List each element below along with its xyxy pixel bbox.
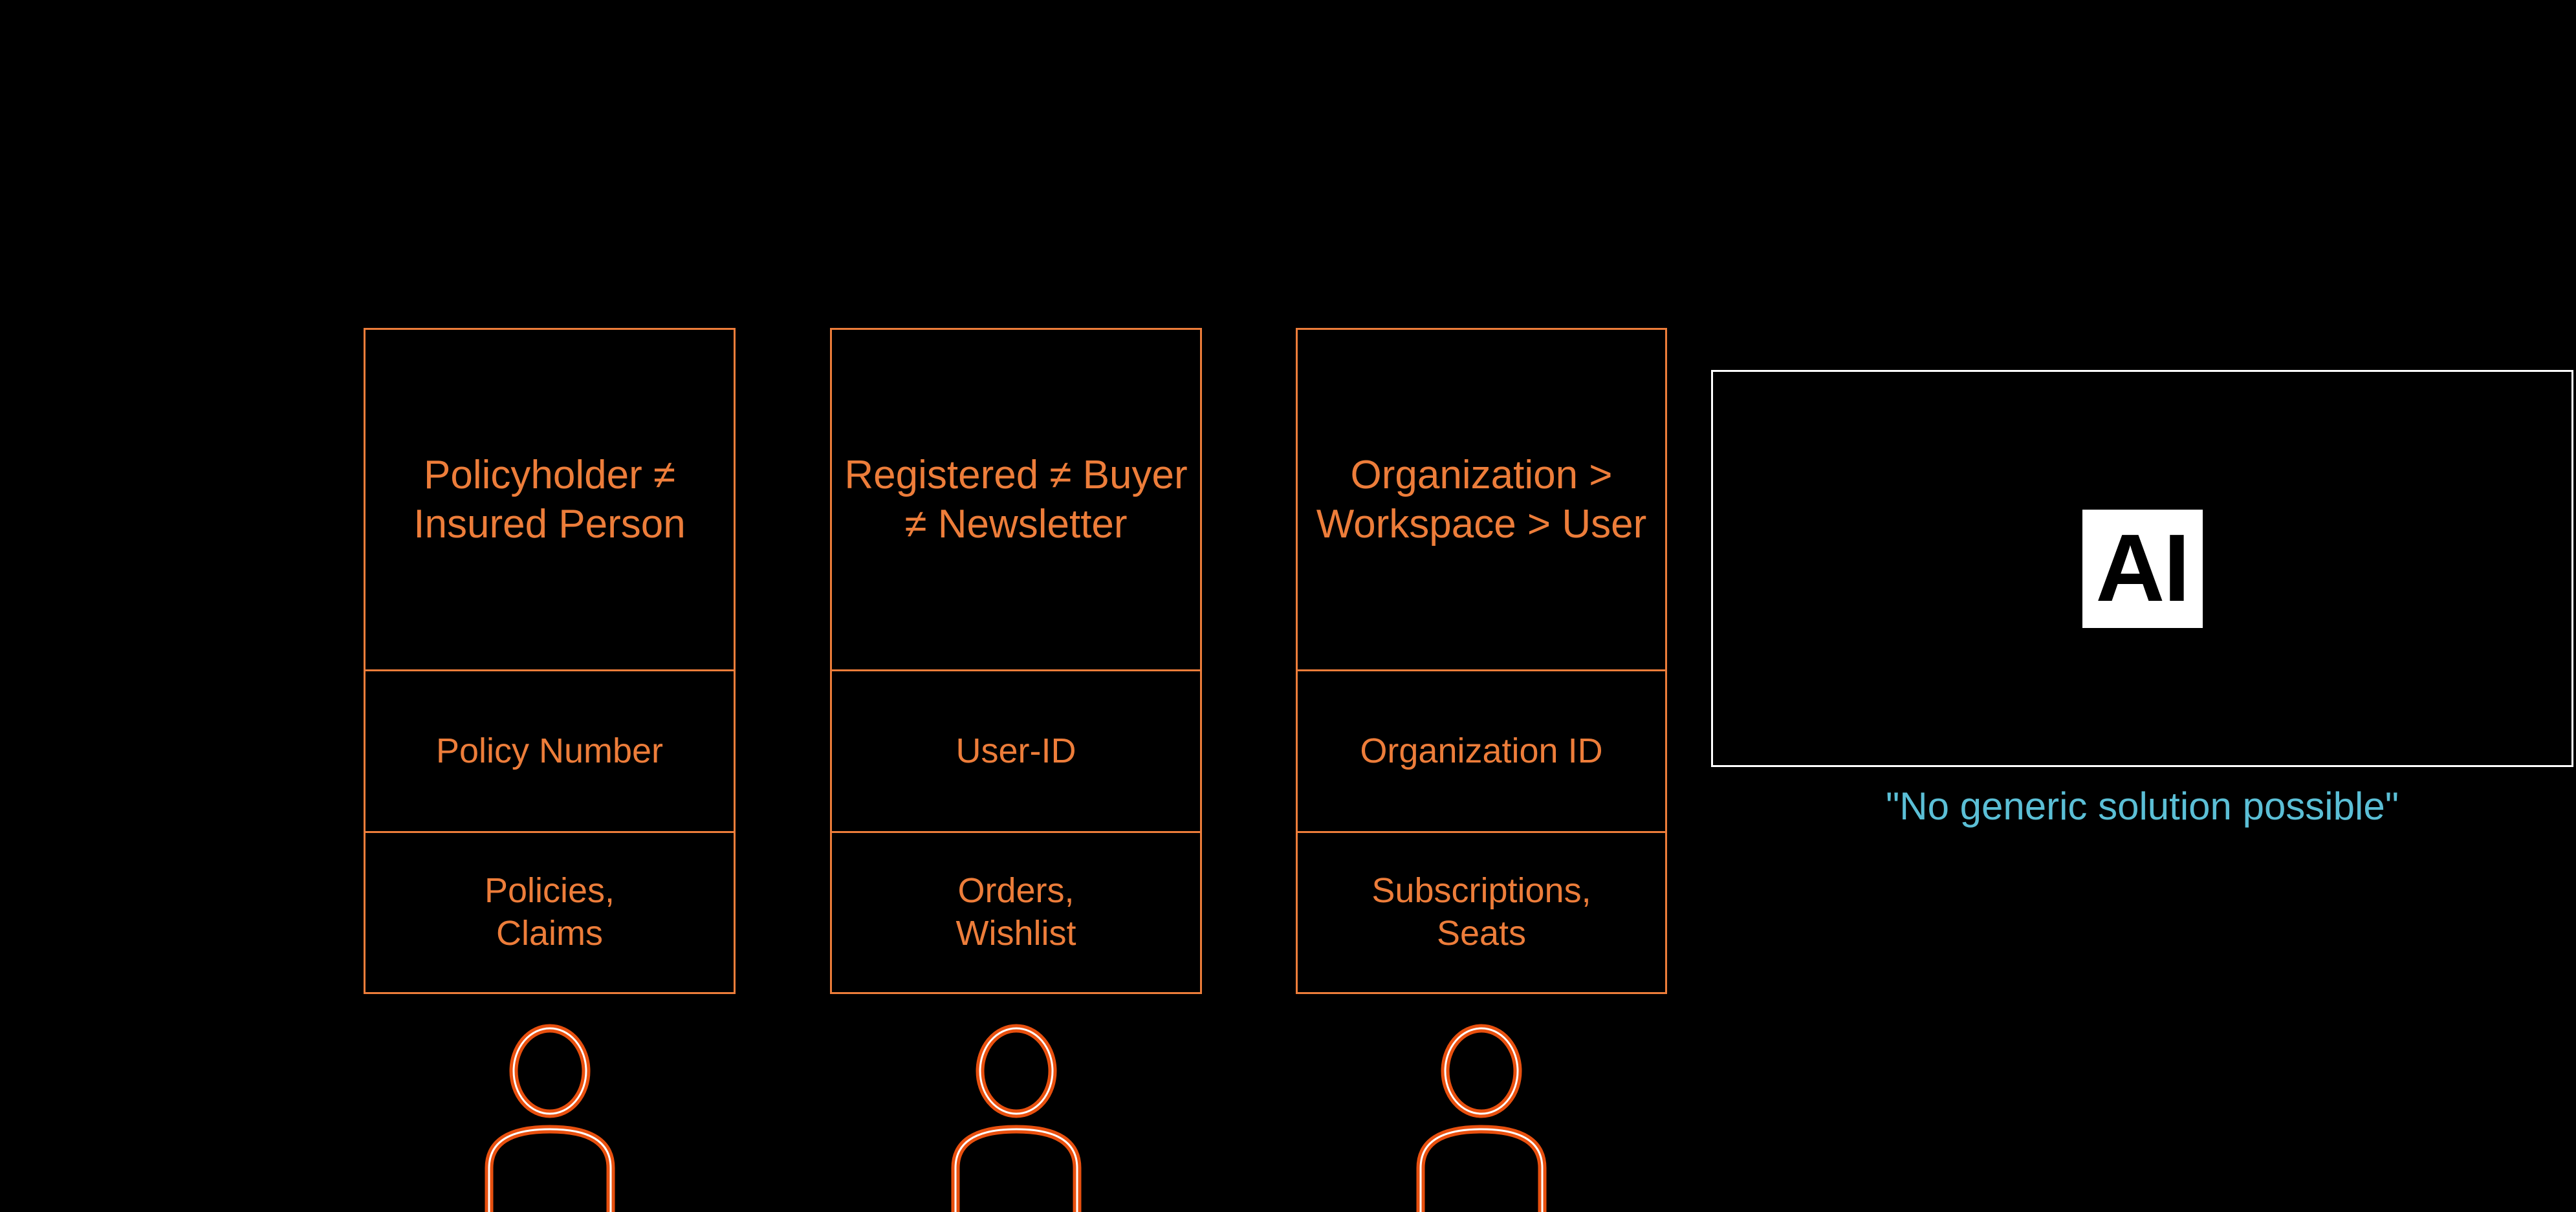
person-icon-1 <box>472 1021 628 1212</box>
concept-card-3: Organization > Workspace > User Organiza… <box>1296 328 1667 994</box>
ai-caption: "No generic solution possible" <box>1885 785 2399 828</box>
identifier-label-1: Policy Number <box>366 669 734 830</box>
concept-title-2: Registered ≠ Buyer ≠ Newsletter <box>844 453 1188 546</box>
concept-card-1: Policyholder ≠ Insured Person Policy Num… <box>364 328 736 994</box>
ai-logo: AI <box>2082 509 2203 628</box>
concept-title-1: Policyholder ≠ Insured Person <box>413 453 686 546</box>
concept-card-2: Registered ≠ Buyer ≠ Newsletter User-ID … <box>830 328 1202 994</box>
ai-panel: AI <box>1711 370 2573 767</box>
objects-label-1: Policies, Claims <box>366 830 734 992</box>
objects-label-2: Orders, Wishlist <box>832 830 1200 992</box>
identifier-label-3: Organization ID <box>1298 669 1665 830</box>
concept-title-3: Organization > Workspace > User <box>1316 453 1647 546</box>
person-icon-3 <box>1404 1021 1559 1212</box>
objects-label-3: Subscriptions, Seats <box>1298 830 1665 992</box>
identifier-label-2: User-ID <box>832 669 1200 830</box>
person-icon-2 <box>939 1021 1094 1212</box>
